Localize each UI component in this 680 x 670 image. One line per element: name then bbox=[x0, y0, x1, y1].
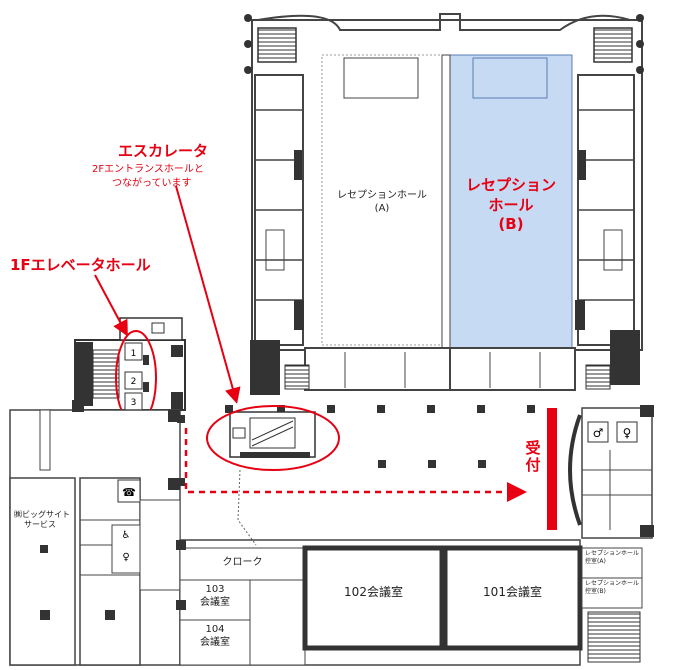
north-wing bbox=[244, 13, 644, 351]
elevator-1-label: 1 bbox=[131, 349, 137, 359]
escalator-callout-title: エスカレータ bbox=[118, 142, 209, 160]
male-restroom-icon: ♂ bbox=[593, 426, 604, 440]
escalator-callout-sub2: つながっています bbox=[112, 178, 192, 189]
elevator-3-label: 3 bbox=[131, 398, 137, 408]
hall-b-label: レセプション ホール (B) bbox=[450, 176, 572, 235]
elevator-2-label: 2 bbox=[131, 377, 137, 387]
service-name: サービス bbox=[24, 520, 56, 529]
hall-b-letter: (B) bbox=[498, 215, 524, 233]
phone-icon: ☎ bbox=[122, 486, 136, 499]
hall-a-name: レセプションホール bbox=[337, 190, 427, 201]
escalator-highlight bbox=[206, 405, 340, 471]
east-restrooms bbox=[581, 405, 654, 539]
reception-hall-b bbox=[449, 54, 573, 351]
reception-hall-a bbox=[321, 54, 443, 346]
room-103-label: 103 会議室 bbox=[180, 584, 250, 609]
reception-counter bbox=[547, 408, 557, 530]
cloak-label: クローク bbox=[222, 557, 263, 568]
room-102-label: 102会議室 bbox=[344, 585, 403, 599]
service-label: ㈱ビッグサイト サービス bbox=[14, 510, 70, 530]
restroom-icon-2: ♀ bbox=[122, 552, 129, 563]
south-wing bbox=[176, 539, 643, 666]
female-restroom-icon: ♀ bbox=[623, 426, 632, 440]
waiting-room-a-label: レセプションホール 控室(A) bbox=[585, 550, 639, 566]
waiting-room-b-sub: 控室(B) bbox=[585, 588, 606, 596]
restroom-icon: ♿ bbox=[122, 530, 131, 541]
waiting-room-b-name: レセプションホール bbox=[585, 580, 640, 587]
room-103-number: 103 bbox=[205, 584, 225, 595]
service-company: ㈱ビッグサイト bbox=[14, 510, 70, 519]
route-arrow bbox=[184, 428, 527, 502]
elevator-pointer bbox=[94, 274, 128, 337]
hall-b-name-1: レセプション bbox=[465, 176, 556, 194]
room-104-number: 104 bbox=[205, 624, 225, 635]
elevator-hall-callout: 1Fエレベータホール bbox=[10, 256, 151, 274]
waiting-room-a-sub: 控室(A) bbox=[585, 558, 606, 566]
lobby-pillars bbox=[177, 405, 535, 486]
room-104-name: 会議室 bbox=[200, 636, 230, 648]
hall-a-label: レセプションホール (A) bbox=[322, 190, 442, 215]
reception-label: 受付 bbox=[525, 439, 541, 474]
hall-front-rooms bbox=[250, 330, 640, 395]
hall-b-name-2: ホール bbox=[488, 195, 534, 214]
room-103-name: 会議室 bbox=[200, 596, 230, 608]
waiting-room-a-name: レセプションホール bbox=[585, 550, 640, 557]
elevator-cars bbox=[124, 342, 149, 411]
escalator-pointer bbox=[175, 185, 241, 404]
hall-a-letter: (A) bbox=[374, 202, 390, 214]
west-wing bbox=[9, 400, 181, 666]
room-101-label: 101会議室 bbox=[483, 585, 542, 599]
escalator-callout-sub1: 2Fエントランスホールと bbox=[92, 164, 204, 175]
room-104-label: 104 会議室 bbox=[180, 624, 250, 649]
waiting-room-b-label: レセプションホール 控室(B) bbox=[585, 580, 639, 596]
escalator bbox=[229, 411, 316, 458]
